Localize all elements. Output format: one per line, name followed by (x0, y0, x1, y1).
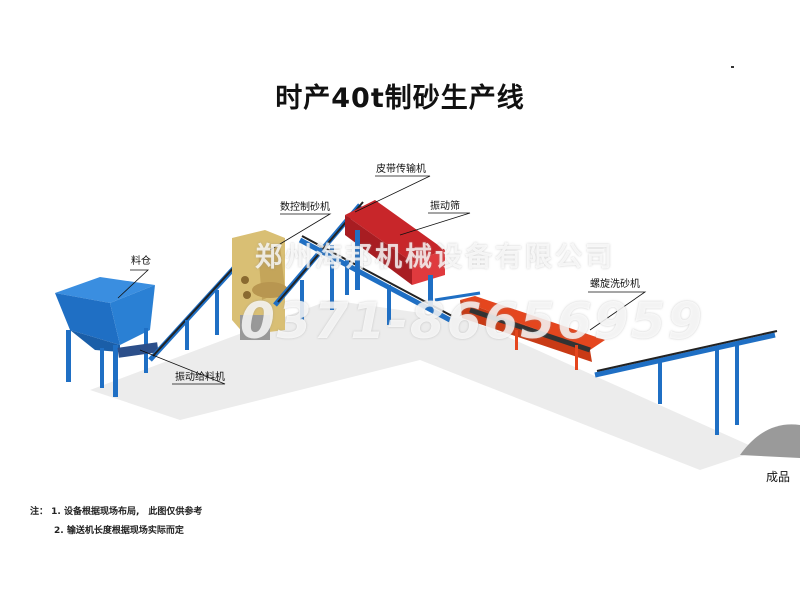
page-title: 时产40t制砂生产线 (275, 83, 525, 114)
vibrating-screen-illustration (345, 200, 445, 310)
label-hopper: 料仓 (131, 256, 151, 267)
label-vibrating-screen: 振动筛 (430, 201, 460, 212)
conveyor-4 (594, 330, 778, 435)
label-feeder: 振动给料机 (175, 372, 225, 383)
decorative-dot (731, 66, 734, 68)
notes: 注： 1. 设备根据现场布局, 此图仅供参考 2. 输送机长度根据现场实际而定 (30, 503, 202, 541)
note-1: 1. 设备根据现场布局, 此图仅供参考 (51, 507, 203, 517)
label-sand-maker: 数控制砂机 (280, 202, 330, 213)
ground-shadow (90, 300, 760, 470)
label-product: 成品 (766, 470, 791, 484)
conveyor-3 (298, 235, 453, 325)
watermark-company: 郑州海邦机械设备有限公司 (255, 242, 615, 273)
leader-lines (117, 175, 647, 385)
feeder-illustration (117, 342, 159, 358)
note-2: 2. 输送机长度根据现场实际而定 (54, 526, 184, 536)
notes-prefix: 注： (30, 507, 49, 517)
sand-maker-illustration (232, 230, 288, 340)
label-belt-conveyor: 皮带传输机 (376, 164, 426, 175)
watermark-phone: 0371-86656959 (240, 292, 705, 350)
label-sand-washer: 螺旋洗砂机 (590, 279, 640, 290)
product-pile (740, 424, 800, 458)
sand-washer-illustration (460, 296, 605, 370)
small-conveyor (434, 291, 481, 302)
